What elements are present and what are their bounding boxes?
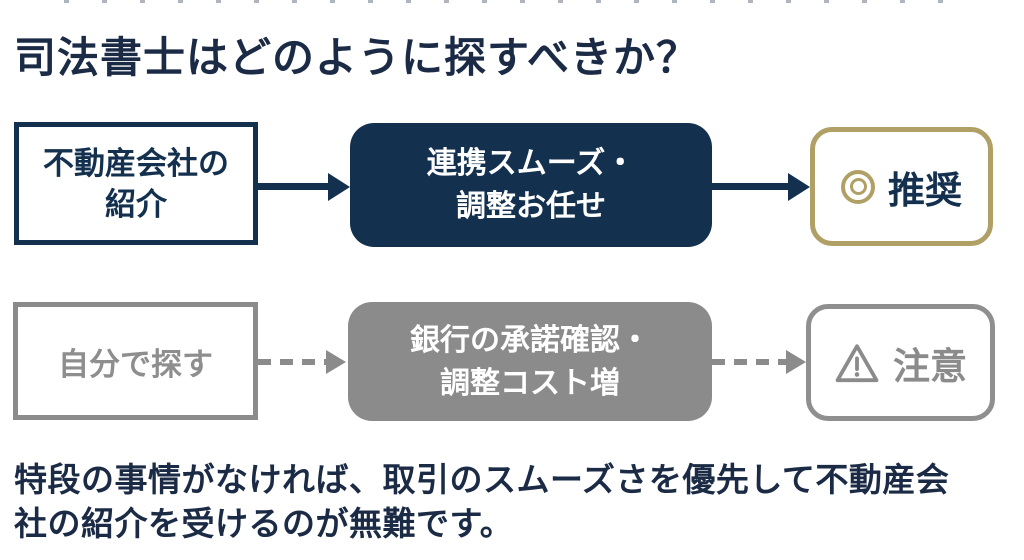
- source-box-agent-referral: 不動産会社の 紹介: [14, 122, 258, 245]
- source-box-agent-referral-line2: 紹介: [105, 186, 167, 222]
- solid-arrow-2: [712, 183, 788, 190]
- process-box-smooth-coordination: 連携スムーズ・ 調整お任せ: [350, 123, 712, 247]
- warning-icon: [835, 343, 879, 382]
- cropped-top-text-remnant: [64, 0, 962, 3]
- source-box-agent-referral-line1: 不動産会社の: [43, 145, 229, 181]
- verdict-box-caution: 注意: [806, 304, 995, 421]
- verdict-label-caution: 注意: [893, 345, 967, 387]
- verdict-box-recommended: 推奨: [810, 127, 993, 246]
- dashed-arrow-2: [712, 359, 786, 365]
- process-box-bank-line1: 銀行の承諾確認・: [410, 323, 650, 357]
- double-circle-icon: [841, 169, 875, 204]
- footer-note: 特段の事情がなければ、取引のスムーズさを優先して不動産会 社の紹介を受けるのが無…: [14, 458, 1010, 546]
- verdict-label-recommended: 推奨: [888, 169, 962, 211]
- dashed-arrow-1: [258, 359, 326, 365]
- source-box-search-yourself-label: 自分で探す: [58, 346, 213, 382]
- double-circle-icon-inner: [849, 178, 867, 195]
- footer-note-line2: 社の紹介を受けるのが無難です。: [14, 505, 514, 542]
- process-box-smooth-line2: 調整お任せ: [456, 190, 606, 223]
- page-title: 司法書士はどのように探すべきか？: [14, 36, 700, 82]
- process-box-smooth-line1: 連携スムーズ・: [426, 147, 636, 180]
- process-box-bank-approval: 銀行の承諾確認・ 調整コスト増: [348, 302, 712, 421]
- source-box-search-yourself: 自分で探す: [13, 302, 258, 420]
- footer-note-line1: 特段の事情がなければ、取引のスムーズさを優先して不動産会: [14, 461, 950, 498]
- solid-arrow-1: [258, 183, 328, 190]
- process-box-bank-line2: 調整コスト増: [440, 366, 620, 400]
